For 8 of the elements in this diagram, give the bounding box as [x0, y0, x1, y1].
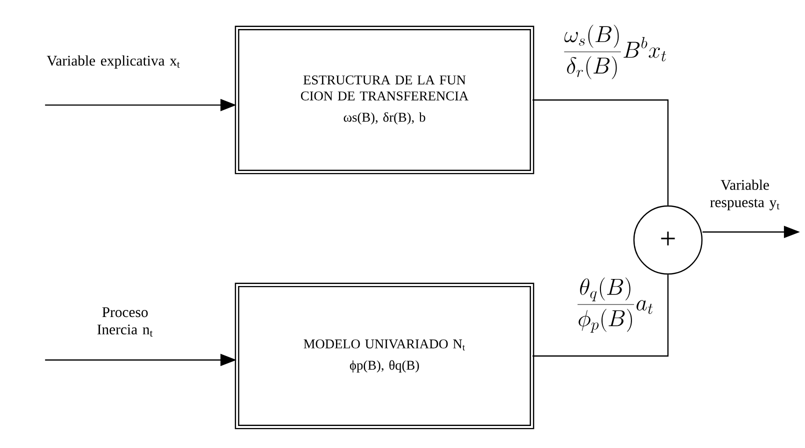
process-box: ESTRUCTURA DE LA FUN CION DE TRANSFERENCIA ωs(B), δr(B), b — [234, 26, 534, 174]
process-box: MODELO UNIVARIADO N$_{t}$ ϕp(B), θq(B) — [234, 282, 534, 430]
formula-label: $\frac{\theta_q(B)}{\phi_p(B)}a_t$ — [578, 277, 653, 333]
formula-label: $\frac{\omega_s(B)}{\delta_r(B)}B^b x_t$ — [564, 24, 666, 80]
edge-label: Proceso Inercia n$_{t}$ — [97, 307, 153, 337]
summing-junction: + — [633, 205, 703, 275]
edge-label: Variable explicativa x$_{t}$ — [46, 55, 180, 69]
edge-label: Variable respuesta y$_{t}$ — [710, 180, 780, 210]
